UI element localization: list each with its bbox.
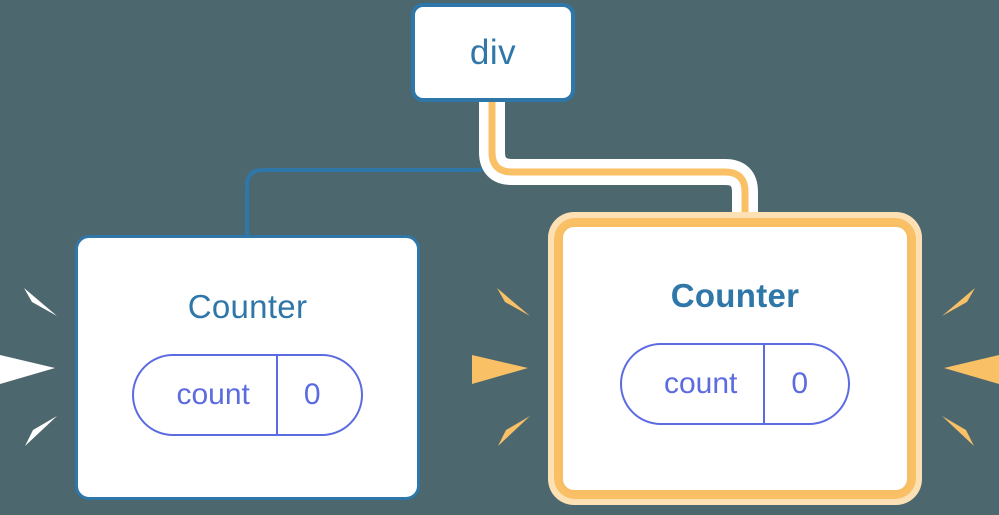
counter-left-state-key: count <box>176 378 250 411</box>
sparkle-icon <box>942 416 974 446</box>
sparkle-group-middle <box>472 288 530 446</box>
counter-right-state-pill: count 0 <box>619 343 851 425</box>
counter-right-state-key: count <box>663 367 738 400</box>
counter-right-state-value: 0 <box>763 345 848 423</box>
node-counter-left[interactable]: Counter count 0 <box>75 235 420 500</box>
sparkle-group-left <box>0 288 57 446</box>
node-counter-right[interactable]: Counter count 0 <box>560 224 910 493</box>
counter-left-title: Counter <box>187 288 308 325</box>
counter-left-state-pill: count 0 <box>132 354 363 436</box>
sparkle-group-right <box>942 288 999 446</box>
sparkle-icon <box>25 416 57 446</box>
sparkle-icon <box>942 288 975 316</box>
sparkle-icon <box>0 355 55 384</box>
counter-left-state-value: 0 <box>275 356 361 434</box>
sparkle-icon <box>497 288 530 316</box>
counter-right-title: Counter <box>670 277 800 314</box>
sparkle-icon <box>944 355 999 384</box>
edge-root-to-counter-right <box>488 100 749 232</box>
sparkle-icon <box>24 288 57 316</box>
node-div-label: div <box>469 32 517 72</box>
sparkle-icon <box>498 416 530 446</box>
sparkle-icon <box>472 355 528 384</box>
node-div[interactable]: div <box>411 3 575 102</box>
